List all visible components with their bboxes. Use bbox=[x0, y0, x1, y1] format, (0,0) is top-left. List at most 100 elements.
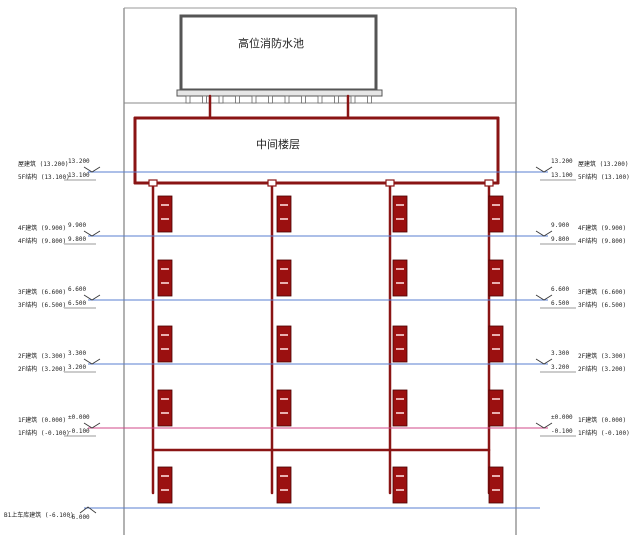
left-arch-elev: 6.600 bbox=[68, 286, 86, 293]
hydrant-cabinet bbox=[276, 466, 292, 504]
pipe-network bbox=[133, 94, 500, 495]
cabinet-mark bbox=[396, 334, 404, 336]
hydrant-cabinet bbox=[157, 195, 173, 233]
tank-support bbox=[367, 95, 372, 104]
hydrant-cabinet bbox=[392, 325, 408, 363]
cabinet-mark bbox=[280, 268, 288, 270]
cabinet-mark bbox=[161, 204, 169, 206]
cabinet-mark bbox=[161, 348, 169, 350]
right-elev-marker bbox=[535, 422, 553, 429]
left-elev-marker bbox=[83, 230, 101, 237]
floor-level-roof: 屋建筑 (13.200)5F结构 (13.100)13.20013.10013.… bbox=[18, 158, 630, 181]
cabinet-mark bbox=[161, 398, 169, 400]
cabinet-mark bbox=[396, 282, 404, 284]
left-arch-label: 1F建筑 (0.000) bbox=[18, 416, 66, 424]
cabinet-body bbox=[276, 389, 292, 427]
right-arch-label: 1F建筑 (0.000) bbox=[578, 416, 626, 424]
left-arch-elev: ±0.000 bbox=[68, 414, 90, 421]
hydrant-cabinet bbox=[157, 325, 173, 363]
cabinet-mark bbox=[161, 218, 169, 220]
cabinet-body bbox=[392, 195, 408, 233]
cabinet-mark bbox=[161, 475, 169, 477]
riser-valve bbox=[484, 179, 494, 187]
right-arch-label: 3F建筑 (6.600) bbox=[578, 288, 626, 296]
tank-support bbox=[334, 95, 339, 104]
left-struct-elev: 6.500 bbox=[68, 300, 86, 307]
left-struct-elev: 13.100 bbox=[68, 172, 90, 179]
left-arch-label: 2F建筑 (3.300) bbox=[18, 352, 66, 360]
left-arch-label: 4F建筑 (9.900) bbox=[18, 224, 66, 232]
cabinet-mark bbox=[396, 475, 404, 477]
cabinet-mark bbox=[161, 282, 169, 284]
riser-valve bbox=[148, 179, 158, 187]
cabinet-mark bbox=[280, 489, 288, 491]
right-elev-marker bbox=[535, 294, 553, 301]
cabinet-mark bbox=[280, 398, 288, 400]
cabinet-mark bbox=[161, 489, 169, 491]
cabinet-body bbox=[276, 466, 292, 504]
cabinet-body bbox=[488, 325, 504, 363]
right-elev-marker bbox=[535, 358, 553, 365]
right-struct-label: 4F结构 (9.800) bbox=[578, 237, 626, 245]
hydrant-cabinet bbox=[157, 259, 173, 297]
cabinet-mark bbox=[280, 204, 288, 206]
cabinet-mark bbox=[492, 282, 500, 284]
basement-level: B1上车库建筑 (-6.100) -6.000 bbox=[4, 506, 540, 521]
cabinet-body bbox=[157, 389, 173, 427]
cabinet-body bbox=[392, 389, 408, 427]
hydrant-cabinet bbox=[392, 195, 408, 233]
cabinet-mark bbox=[492, 334, 500, 336]
cabinet-mark bbox=[280, 348, 288, 350]
cabinet-mark bbox=[161, 412, 169, 414]
floor-level-2f: 2F建筑 (3.300) 2F结构 (3.200) 3.300 3.200 3.300 3… bbox=[18, 350, 626, 373]
fire-water-tank: 高位消防水池 bbox=[176, 14, 383, 104]
cabinet-mark bbox=[396, 489, 404, 491]
left-struct-elev: -0.100 bbox=[68, 428, 90, 435]
hydrant-cabinet bbox=[276, 389, 292, 427]
cabinet-mark bbox=[492, 489, 500, 491]
cabinet-body bbox=[157, 325, 173, 363]
hydrant-cabinet bbox=[488, 259, 504, 297]
left-arch-elev: 9.900 bbox=[68, 222, 86, 229]
tank-support bbox=[350, 95, 356, 104]
right-struct-label: 1F结构 (-0.100) bbox=[578, 429, 630, 437]
cabinet-mark bbox=[396, 398, 404, 400]
right-arch-elev: 3.300 bbox=[551, 350, 569, 357]
floor-level-1f: 1F建筑 (0.000)1F结构 (-0.100)±0.000-0.100±0.… bbox=[18, 414, 630, 437]
floor-level-4f: 4F建筑 (9.900)4F结构 (9.800)9.9009.8009.9009… bbox=[18, 222, 626, 245]
cabinet-mark bbox=[396, 412, 404, 414]
right-struct-elev: 3.200 bbox=[551, 364, 569, 371]
cabinet-body bbox=[276, 195, 292, 233]
cabinet-body bbox=[157, 259, 173, 297]
cabinet-body bbox=[157, 195, 173, 233]
right-arch-elev: 9.900 bbox=[551, 222, 569, 229]
left-elev-marker bbox=[83, 422, 101, 429]
right-arch-elev: 6.600 bbox=[551, 286, 569, 293]
floor-levels: 屋建筑 (13.200)5F结构 (13.100)13.20013.10013.… bbox=[18, 158, 630, 437]
cabinet-body bbox=[488, 389, 504, 427]
hydrant-cabinets bbox=[157, 195, 504, 504]
tank-supports bbox=[185, 95, 372, 104]
right-struct-label: 2F结构 (3.200) bbox=[578, 365, 626, 373]
cabinet-mark bbox=[396, 268, 404, 270]
left-struct-elev: 3.200 bbox=[68, 364, 86, 371]
basement-elev-marker bbox=[79, 506, 97, 514]
cabinet-body bbox=[392, 325, 408, 363]
right-struct-label: 3F结构 (6.500) bbox=[578, 301, 626, 309]
right-elev-marker bbox=[535, 230, 553, 237]
hydrant-cabinet bbox=[157, 466, 173, 504]
left-arch-elev: 3.300 bbox=[68, 350, 86, 357]
cabinet-body bbox=[488, 195, 504, 233]
tank-support bbox=[235, 95, 240, 104]
right-arch-label: 2F建筑 (3.300) bbox=[578, 352, 626, 360]
left-struct-label: 2F结构 (3.200) bbox=[18, 365, 66, 373]
left-elev-marker bbox=[83, 294, 101, 301]
riser-valve bbox=[385, 179, 395, 187]
cabinet-mark bbox=[280, 475, 288, 477]
hydrant-cabinet bbox=[276, 325, 292, 363]
left-arch-label: 3F建筑 (6.600) bbox=[18, 288, 66, 296]
right-arch-elev: 13.200 bbox=[551, 158, 573, 165]
left-struct-label: 3F结构 (6.500) bbox=[18, 301, 66, 309]
hydrant-cabinet bbox=[276, 195, 292, 233]
